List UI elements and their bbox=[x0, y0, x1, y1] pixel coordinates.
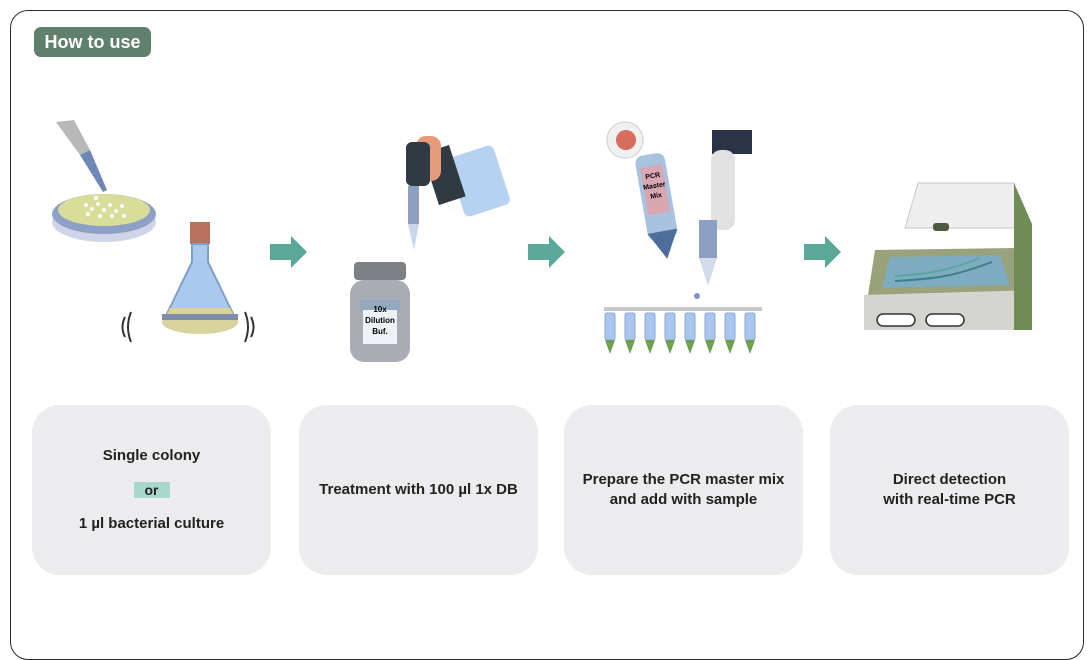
pipette-dropper-icon bbox=[694, 130, 752, 299]
arrow-step1-to-2 bbox=[270, 236, 307, 268]
step2-text: Treatment with 100 µl 1x DB bbox=[319, 481, 518, 498]
tube-label-master: Master bbox=[643, 181, 667, 192]
arrow-step3-to-4 bbox=[804, 236, 841, 268]
step4-line1: Direct detection bbox=[892, 471, 1007, 488]
step3-line2: and add with sample bbox=[609, 491, 758, 508]
how-to-use-badge: How to use bbox=[34, 27, 151, 57]
tube-label-mix: Mix bbox=[650, 192, 663, 201]
step-card-1: Single colony or 1 µl bacterial culture bbox=[32, 405, 271, 575]
pipette-tip-icon bbox=[56, 120, 107, 192]
strip-tubes-icon bbox=[604, 307, 762, 354]
step3-line1: Prepare the PCR master mix bbox=[582, 471, 785, 488]
step-card-3: Prepare the PCR master mix and add with … bbox=[564, 405, 803, 575]
master-mix-tube-icon: PCR Master Mix bbox=[606, 121, 678, 259]
bottle-label-10x: 10x bbox=[373, 305, 387, 314]
petri-dish-icon bbox=[52, 194, 156, 242]
tube-label-pcr: PCR bbox=[645, 172, 661, 181]
step1-line2: 1 µl bacterial culture bbox=[78, 515, 225, 532]
step-card-2: Treatment with 100 µl 1x DB bbox=[299, 405, 538, 575]
step4-line2: with real-time PCR bbox=[883, 491, 1016, 508]
bottle-label-buf: Buf. bbox=[372, 327, 388, 336]
pipette-hand-icon bbox=[406, 136, 510, 250]
step-card-4: Direct detection with real-time PCR bbox=[830, 405, 1069, 575]
flask-icon bbox=[121, 222, 255, 343]
pcr-machine-icon bbox=[864, 182, 1032, 330]
arrow-step2-to-3 bbox=[528, 236, 565, 268]
dilution-buffer-bottle-icon: 10x Dilution Buf. bbox=[350, 262, 410, 362]
bottle-label-dilution: Dilution bbox=[365, 316, 395, 325]
step1-line1: Single colony bbox=[102, 447, 201, 464]
or-separator: or bbox=[133, 482, 170, 498]
